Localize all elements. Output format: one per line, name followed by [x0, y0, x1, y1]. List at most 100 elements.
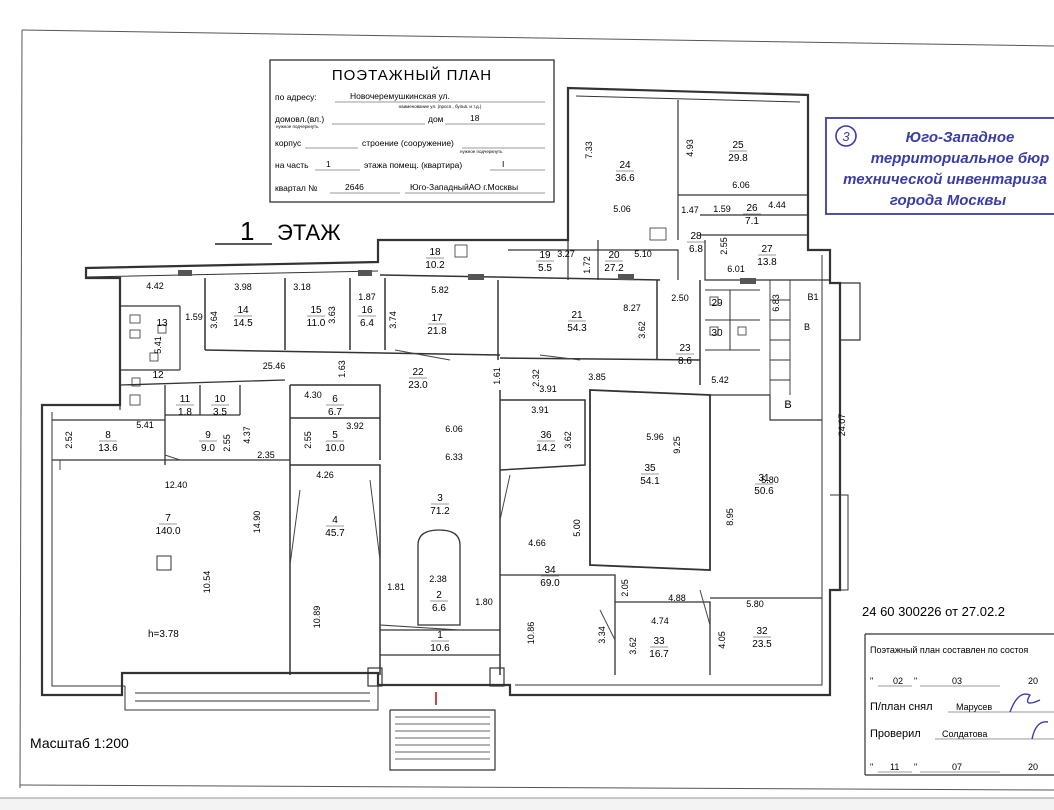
- stamp-line-3: технической инвентариза: [843, 171, 1047, 188]
- room-area: 23.5: [752, 639, 772, 650]
- floor-title: 1 ЭТАЖ: [215, 216, 341, 246]
- room-number: 25: [732, 140, 744, 151]
- room-number: 29: [711, 298, 723, 309]
- room-area: 6.6: [432, 603, 446, 614]
- signoff-year-2: 20: [1028, 762, 1038, 772]
- signoff-month-1: 03: [952, 676, 962, 686]
- room-number: 6: [332, 394, 338, 405]
- dimension-label: 3.91: [539, 384, 557, 394]
- title-heading: ПОЭТАЖНЫЙ ПЛАН: [332, 66, 492, 84]
- dimension-label: 4.05: [717, 631, 727, 649]
- dimension-label: 10.89: [312, 606, 322, 629]
- dimension-label: 5.96: [646, 432, 664, 442]
- room-number: 24: [619, 160, 631, 171]
- room-area: 13.6: [98, 443, 118, 454]
- signoff-day-2-quote: ": [870, 762, 873, 772]
- dimension-label: 6.06: [445, 424, 463, 434]
- room-area: 29.8: [728, 153, 748, 164]
- wall-hatch: [178, 270, 756, 284]
- room-number: 10: [214, 394, 226, 405]
- room-number: 8: [105, 430, 111, 441]
- room-area: 5.5: [538, 263, 552, 274]
- room-letter: В: [804, 322, 810, 332]
- room-area: 14.2: [536, 443, 556, 454]
- room-area: 13.8: [757, 257, 777, 268]
- room-number: 20: [608, 250, 620, 261]
- dimension-label: 3.63: [327, 306, 337, 324]
- room-area: 16.7: [649, 649, 669, 660]
- room-number: 32: [756, 626, 768, 637]
- dimension-label: 3.27: [557, 249, 575, 259]
- stamp-line-4: города Москвы: [890, 192, 1007, 209]
- dimension-label: 4.74: [651, 616, 669, 626]
- dimension-label: 6.83: [771, 294, 781, 312]
- house-hint: нужное подчеркнуть: [276, 124, 319, 129]
- room-number: 12: [152, 370, 164, 381]
- room-number: 30: [711, 328, 723, 339]
- signoff-checked-name: Солдатова: [942, 729, 987, 739]
- dimension-label: 3.62: [628, 637, 638, 655]
- room-area: 36.6: [615, 173, 635, 184]
- dimension-label: 9.25: [672, 436, 682, 454]
- dimension-label: 5.10: [634, 249, 652, 259]
- dimension-label: 2.55: [719, 237, 729, 255]
- room-area: 10.0: [325, 443, 345, 454]
- room-number: 19: [539, 250, 551, 261]
- signoff-taken-name: Марусев: [956, 702, 992, 712]
- dimension-label: 6.06: [732, 180, 750, 190]
- block-value: 2646: [345, 182, 364, 192]
- room-area: 54.3: [567, 323, 587, 334]
- document-number: 24 60 300226 от 27.02.2: [862, 604, 1005, 619]
- dimension-label: 3.98: [234, 282, 252, 292]
- dimension-label: 4.26: [316, 470, 334, 480]
- floor-text: ЭТАЖ: [277, 220, 341, 245]
- signoff-checked-label: Проверил: [870, 728, 921, 740]
- building-walls: [40, 86, 861, 771]
- room-area: 1.8: [178, 407, 192, 418]
- room-number: 34: [544, 565, 556, 576]
- building-label: строение (сооружение): [362, 138, 454, 148]
- room-area: 27.2: [604, 263, 624, 274]
- bti-stamp: 3 Юго-Западное территориальное бюр техни…: [825, 117, 1054, 215]
- dimension-label: 2.52: [64, 431, 74, 449]
- dimension-label: 2.55: [303, 431, 313, 449]
- signoff-day-2: 11: [890, 762, 899, 772]
- room-letter: В: [784, 399, 791, 411]
- house-label: домовл.(вл.): [275, 114, 324, 124]
- house-number-label: дом: [428, 114, 444, 124]
- dimension-label: 2.38: [429, 574, 447, 584]
- room-number: 22: [412, 367, 424, 378]
- dimension-label: 5.80: [746, 599, 764, 609]
- dimension-label: 6.33: [445, 452, 463, 462]
- room-number: 4: [332, 515, 338, 526]
- room-number: 36: [540, 430, 552, 441]
- door-swings: [59, 349, 711, 641]
- dimension-label: 25.46: [263, 361, 286, 371]
- room-number: 27: [761, 244, 773, 255]
- dimension-label: 4.66: [528, 538, 546, 548]
- room-area: 11.0: [307, 318, 326, 329]
- signoff-day-2-quote-close: ": [914, 762, 917, 772]
- room-area: 10.2: [425, 260, 445, 271]
- room-area: 6.7: [328, 407, 342, 418]
- room-area: 9.0: [201, 443, 215, 454]
- dimension-label: 10.54: [202, 571, 212, 594]
- room-area: 54.1: [640, 476, 660, 487]
- dimension-label: 4.44: [768, 200, 786, 210]
- floor-number: 1: [240, 216, 254, 246]
- house-number-value: 18: [470, 113, 480, 123]
- dimension-label: 4.88: [668, 593, 686, 603]
- dimension-label: 2.55: [222, 434, 232, 452]
- dimension-label: 4.93: [685, 139, 695, 157]
- dimension-label: 12.40: [165, 480, 188, 490]
- dimension-label: 5.41: [136, 420, 154, 430]
- room-area: 45.7: [325, 528, 345, 539]
- dimension-label: 1.61: [492, 367, 502, 385]
- room-labels: 110.626.6371.2445.7510.066.77140.0813.69…: [98, 140, 777, 660]
- signoff-day-1-quote-close: ": [914, 676, 917, 686]
- dimension-label: 14.90: [252, 511, 262, 534]
- room-number: 28: [690, 231, 702, 242]
- block-label: квартал №: [275, 183, 317, 193]
- stamp-line-1: Юго-Западное: [906, 129, 1015, 146]
